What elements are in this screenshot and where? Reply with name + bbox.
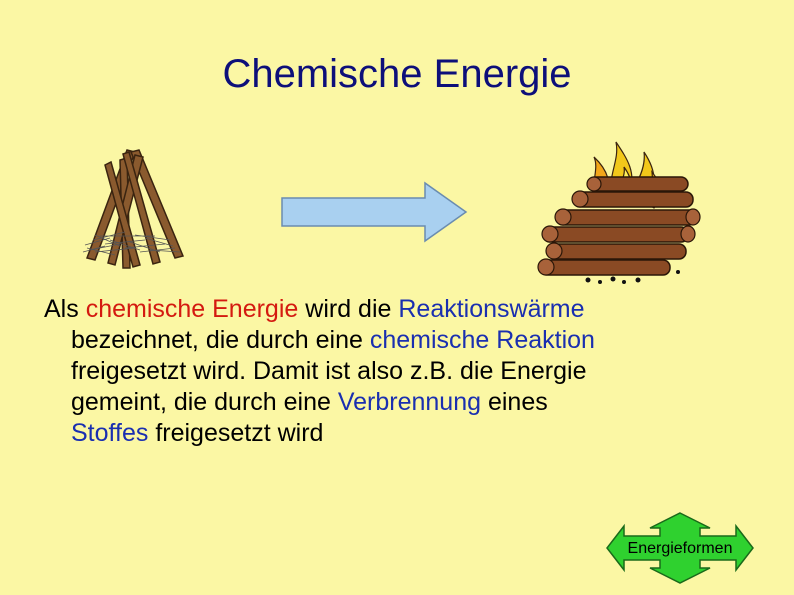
body-line-5: Stoffes freigesetzt wird [44,418,764,449]
woodpile-icon [82,149,185,269]
body-line-4: gemeint, die durch eine Verbrennung eine… [44,387,764,418]
slide-title: Chemische Energie [222,52,572,96]
text-segment: eines [481,388,548,416]
bonfire-icon [537,141,701,284]
four-way-arrow-icon[interactable] [605,512,755,584]
text-segment: freigesetzt wird [148,419,324,447]
body-text: Als chemische Energie wird die Reaktions… [44,294,764,449]
text-segment: wird die [298,295,399,323]
term-verbrennung: Verbrennung [337,388,482,416]
term-stoffes: Stoffes [71,419,149,447]
term-chemische-energie: chemische Energie [85,295,299,323]
body-line-2: bezeichnet, die durch eine chemische Rea… [44,325,764,356]
term-reaktionswaerme: Reaktionswärme [398,295,585,323]
arrow-right-icon [281,181,468,243]
text-segment: gemeint, die durch eine [71,388,338,416]
energieformen-button[interactable]: Energieformen [627,540,733,557]
text-segment: Als [44,295,86,323]
text-segment: bezeichnet, die durch eine [71,326,370,354]
term-chemische-reaktion: chemische Reaktion [369,326,595,354]
body-line-1: Als chemische Energie wird die Reaktions… [44,294,764,325]
body-line-3: freigesetzt wird. Damit ist also z.B. di… [71,357,587,385]
